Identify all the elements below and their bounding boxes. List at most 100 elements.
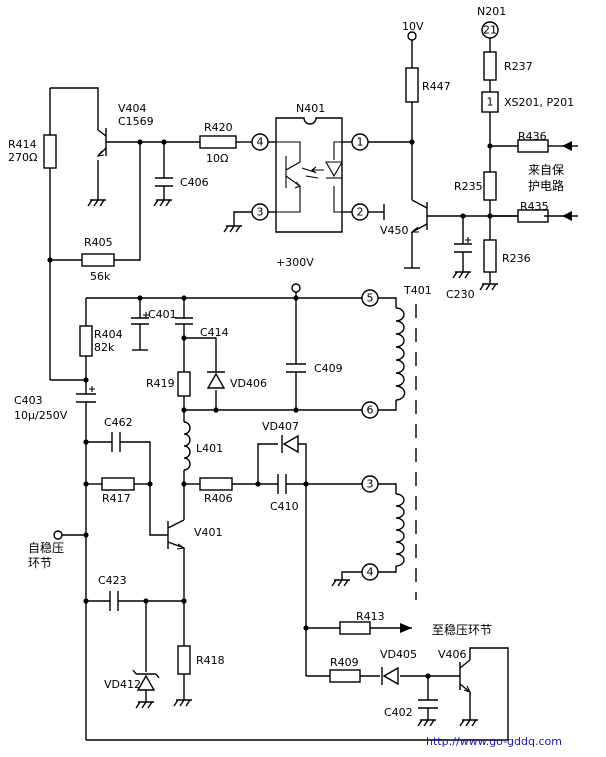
label-r418: R418: [196, 654, 225, 667]
label-r436: R436: [518, 130, 547, 143]
capacitor-c401: [131, 312, 149, 325]
transistor-v450: [410, 199, 428, 233]
resistor-r406: [199, 477, 233, 491]
supply-300v-terminal: [291, 283, 301, 293]
zener-vd412: [132, 669, 160, 691]
self-stab-input-terminal: [53, 530, 63, 540]
watermark-url: http://www.go-gddq.com: [426, 735, 562, 748]
resistor-r414: [43, 134, 57, 169]
resistor-r237: [483, 51, 497, 81]
label-from-protect-1: 来自保: [528, 163, 564, 177]
arrow-in-r435: [544, 211, 578, 221]
labels: 10V N201 R237 XS201, P201 R447 N401 V404…: [8, 5, 574, 748]
label-vd405: VD405: [380, 648, 417, 661]
resistor-r235: [483, 171, 497, 201]
label-c403: C403: [14, 394, 43, 407]
svg-text:6: 6: [367, 404, 374, 417]
transformer-pin-4: 4: [361, 563, 379, 581]
ic-pin-4: 4: [251, 133, 269, 151]
label-self-stab-2: 环节: [28, 556, 52, 570]
label-v404: V404: [118, 102, 147, 115]
resistor-r236: [483, 239, 497, 273]
resistor-r419: [177, 371, 191, 397]
transformer-pin-3: 3: [361, 475, 379, 493]
label-from-protect-2: 护电路: [528, 178, 564, 193]
resistor-r436: [517, 139, 549, 153]
resistor-r413: [339, 621, 371, 635]
label-v401: V401: [194, 526, 223, 539]
resistor-r418: [177, 645, 191, 675]
svg-text:1: 1: [487, 96, 494, 109]
label-r419: R419: [146, 377, 175, 390]
label-r409: R409: [330, 656, 359, 669]
resistor-r447: [405, 67, 419, 103]
label-l401: L401: [196, 442, 223, 455]
label-c410: C410: [270, 500, 299, 513]
transformer-pin-5: 5: [361, 289, 379, 307]
label-c414: C414: [200, 326, 229, 339]
diodes: [132, 371, 399, 691]
capacitor-c230: [454, 237, 472, 253]
diode-vd405: [381, 666, 399, 686]
capacitor-c403: [76, 386, 96, 403]
diode-vd407: [281, 434, 299, 454]
label-r237: R237: [504, 60, 533, 73]
transistor-v401: [167, 519, 186, 550]
svg-text:2: 2: [357, 206, 364, 219]
label-t401: T401: [403, 284, 432, 297]
label-c423: C423: [98, 574, 127, 587]
label-r435: R435: [520, 200, 549, 213]
label-r236: R236: [502, 252, 531, 265]
diode-vd406: [206, 371, 226, 389]
label-n201: N201: [477, 5, 506, 18]
arrow-in-r436: [562, 141, 578, 151]
label-r414-value: 270Ω: [8, 151, 37, 164]
label-n401: N401: [296, 102, 325, 115]
transformer-pin-6: 6: [361, 401, 379, 419]
resistor-r409: [329, 669, 361, 683]
resistor-r405: [81, 253, 115, 267]
label-r447: R447: [422, 80, 451, 93]
label-c401: C401: [148, 308, 177, 321]
n201-connector: 21: [481, 21, 499, 39]
ground-symbols: [87, 199, 498, 727]
capacitor-c406: [155, 177, 173, 187]
capacitors: [76, 177, 472, 709]
label-vd406: VD406: [230, 377, 267, 390]
ic-pin-1: 1: [351, 133, 369, 151]
label-r405-value: 56k: [90, 270, 111, 283]
transistor-v406: [459, 659, 472, 693]
capacitor-c462: [111, 432, 121, 452]
resistors: [43, 51, 549, 683]
label-v406: V406: [438, 648, 467, 661]
label-r406: R406: [204, 492, 233, 505]
terminals: 21 1: [53, 21, 578, 633]
label-r405: R405: [84, 236, 113, 249]
ic-pin-2: 2: [351, 203, 369, 221]
capacitor-c414: [175, 317, 193, 325]
label-r413: R413: [356, 610, 385, 623]
label-xs201: XS201, P201: [504, 96, 574, 109]
capacitor-c402: [418, 699, 438, 709]
label-c462: C462: [104, 416, 133, 429]
label-r235: R235: [454, 180, 483, 193]
svg-text:1: 1: [357, 136, 364, 149]
svg-text:21: 21: [483, 24, 497, 37]
svg-text:5: 5: [367, 292, 374, 305]
arrow-out-r413: [400, 623, 412, 633]
wires: [49, 38, 562, 741]
inductor-l401: [183, 421, 191, 471]
label-c403-value: 10μ/250V: [14, 409, 68, 422]
label-vd412: VD412: [104, 678, 141, 691]
capacitor-c410: [277, 474, 287, 494]
xs201-connector: 1: [481, 91, 499, 113]
svg-text:4: 4: [367, 566, 374, 579]
label-to-stab: 至稳压环节: [432, 622, 492, 637]
optocoupler-n401: 4 3 1 2: [251, 117, 369, 233]
junction-dots: [47, 139, 493, 679]
label-c402: C402: [384, 706, 413, 719]
resistor-r420: [199, 135, 237, 149]
label-c406: C406: [180, 176, 209, 189]
label-vd407: VD407: [262, 420, 299, 433]
